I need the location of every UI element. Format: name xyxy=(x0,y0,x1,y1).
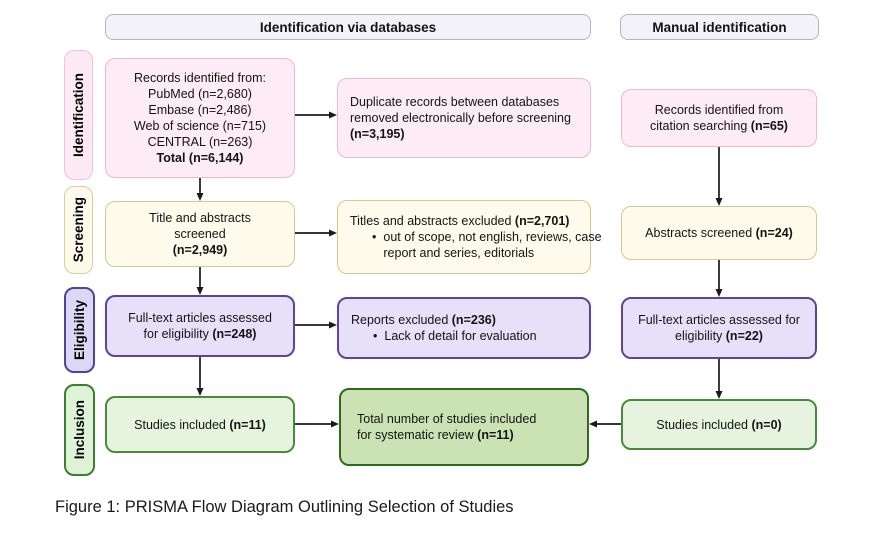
box-fulltext-assessed-databases: Full-text articles assessed for eligibili… xyxy=(105,295,295,357)
text-line: (n=3,195) xyxy=(350,127,405,141)
text-line: (n=2,949) xyxy=(172,243,228,257)
text-line: Abstracts screened (n=24) xyxy=(645,226,793,240)
figure-caption: Figure 1: PRISMA Flow Diagram Outlining … xyxy=(55,498,514,516)
box-studies-included-manual: Studies included (n=0) xyxy=(621,399,817,450)
text-line: Records identified from xyxy=(654,103,784,117)
box-abstracts-screened: Abstracts screened (n=24) xyxy=(621,206,817,260)
box-reports-excluded: Reports excluded (n=236)Lack of detail f… xyxy=(337,297,591,359)
box-duplicate-records-removed: Duplicate records between databases remov… xyxy=(337,78,591,158)
text-line: Titles and abstracts excluded (n=2,701) xyxy=(350,214,570,228)
text-line: Title and abstracts xyxy=(149,211,251,225)
box-titles-abstracts-excluded: Titles and abstracts excluded (n=2,701)o… xyxy=(337,200,602,274)
text-line: for systematic review (n=11) xyxy=(357,428,514,442)
stage-label-identification: Identification xyxy=(64,50,93,180)
text-line: Full-text articles assessed for xyxy=(638,313,800,327)
stage-text: Identification xyxy=(71,73,86,157)
box-records-identified-databases: Records identified from: PubMed (n=2,680)… xyxy=(105,58,295,178)
text-line: CENTRAL (n=263) xyxy=(147,135,253,149)
bullet-line: Lack of detail for evaluation xyxy=(351,328,601,344)
text-line: Reports excluded (n=236) xyxy=(351,313,496,327)
header-identification-via-databases: Identification via databases xyxy=(105,14,591,40)
text-line: eligibility (n=22) xyxy=(675,329,763,343)
text-line: Studies included (n=0) xyxy=(656,417,782,432)
box-title-abstracts-screened: Title and abstracts screened (n=2,949) xyxy=(105,201,295,267)
text-line: citation searching (n=65) xyxy=(650,119,788,133)
box-total-studies-included: Total number of studies included for syst… xyxy=(339,388,589,466)
text-line: PubMed (n=2,680) xyxy=(148,87,252,101)
stage-text: Eligibility xyxy=(72,299,87,360)
text-line: Full-text articles assessed xyxy=(128,311,272,325)
box-fulltext-assessed-manual: Full-text articles assessed for eligibili… xyxy=(621,297,817,359)
text-line: Embase (n=2,486) xyxy=(148,103,252,117)
text-line: Total (n=6,144) xyxy=(156,151,244,165)
text-line: removed electronically before screening xyxy=(350,111,571,125)
box-records-citation-searching: Records identified from citation searchin… xyxy=(621,89,817,147)
text-line: Records identified from: xyxy=(133,71,266,85)
text-line: for eligibility (n=248) xyxy=(143,327,257,341)
text-line: Total number of studies included xyxy=(357,412,537,426)
text-line: Studies included (n=11) xyxy=(134,417,266,432)
text-line: Duplicate records between databases xyxy=(350,95,560,109)
stage-text: Screening xyxy=(71,197,86,263)
header-label: Manual identification xyxy=(652,19,787,35)
text-line: screened xyxy=(174,227,226,241)
box-studies-included-databases: Studies included (n=11) xyxy=(105,396,295,453)
stage-label-inclusion: Inclusion xyxy=(64,384,95,476)
stage-label-screening: Screening xyxy=(64,186,93,274)
header-manual-identification: Manual identification xyxy=(620,14,819,40)
stage-label-eligibility: Eligibility xyxy=(64,287,95,373)
bullet-line: out of scope, not english, reviews, case… xyxy=(350,229,602,261)
text-line: Web of science (n=715) xyxy=(133,119,267,133)
header-label: Identification via databases xyxy=(259,19,437,35)
stage-text: Inclusion xyxy=(72,400,87,460)
